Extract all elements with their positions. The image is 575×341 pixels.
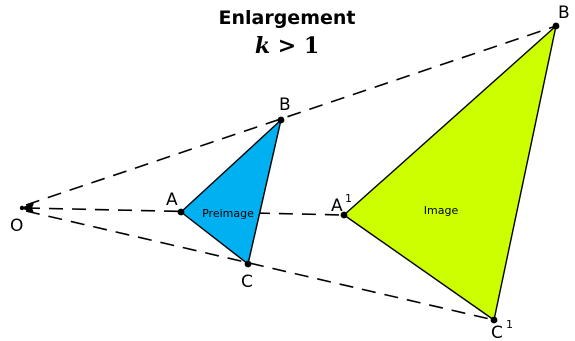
vertex-b-label: B xyxy=(279,95,291,115)
scale-factor-symbol: k xyxy=(255,33,270,59)
vertex-a-label: A xyxy=(166,190,178,210)
image-label: Image xyxy=(424,204,459,217)
ray-o-to-a xyxy=(25,207,345,216)
center-arrow-icon xyxy=(20,203,34,213)
image-triangle xyxy=(343,25,557,321)
vertex-a1-label: A xyxy=(331,196,343,216)
preimage-label: Preimage xyxy=(202,207,254,220)
ray-o-to-c xyxy=(25,210,495,321)
diagram-title: Enlargement xyxy=(219,7,356,29)
vertex-c1-label: C xyxy=(491,323,503,341)
center-point xyxy=(19,205,25,211)
vertex-c1-point xyxy=(490,316,498,324)
center-label: O xyxy=(10,216,23,236)
vertex-b-point xyxy=(277,116,285,124)
preimage-triangle xyxy=(180,119,282,265)
vertex-a1-prime: 1 xyxy=(345,192,352,205)
vertex-a1-point xyxy=(340,211,348,219)
vertex-c1-prime: 1 xyxy=(506,318,513,331)
vertex-b1-label: B xyxy=(558,3,570,23)
vertex-a-point xyxy=(177,208,185,216)
ray-o-to-b xyxy=(25,25,557,206)
vertex-b1-point xyxy=(552,22,560,30)
scale-factor-condition: k > 1 xyxy=(255,33,319,59)
scale-factor-inequality: > 1 xyxy=(270,33,319,59)
vertex-c-label: C xyxy=(241,272,253,292)
vertex-c-point xyxy=(244,260,252,268)
